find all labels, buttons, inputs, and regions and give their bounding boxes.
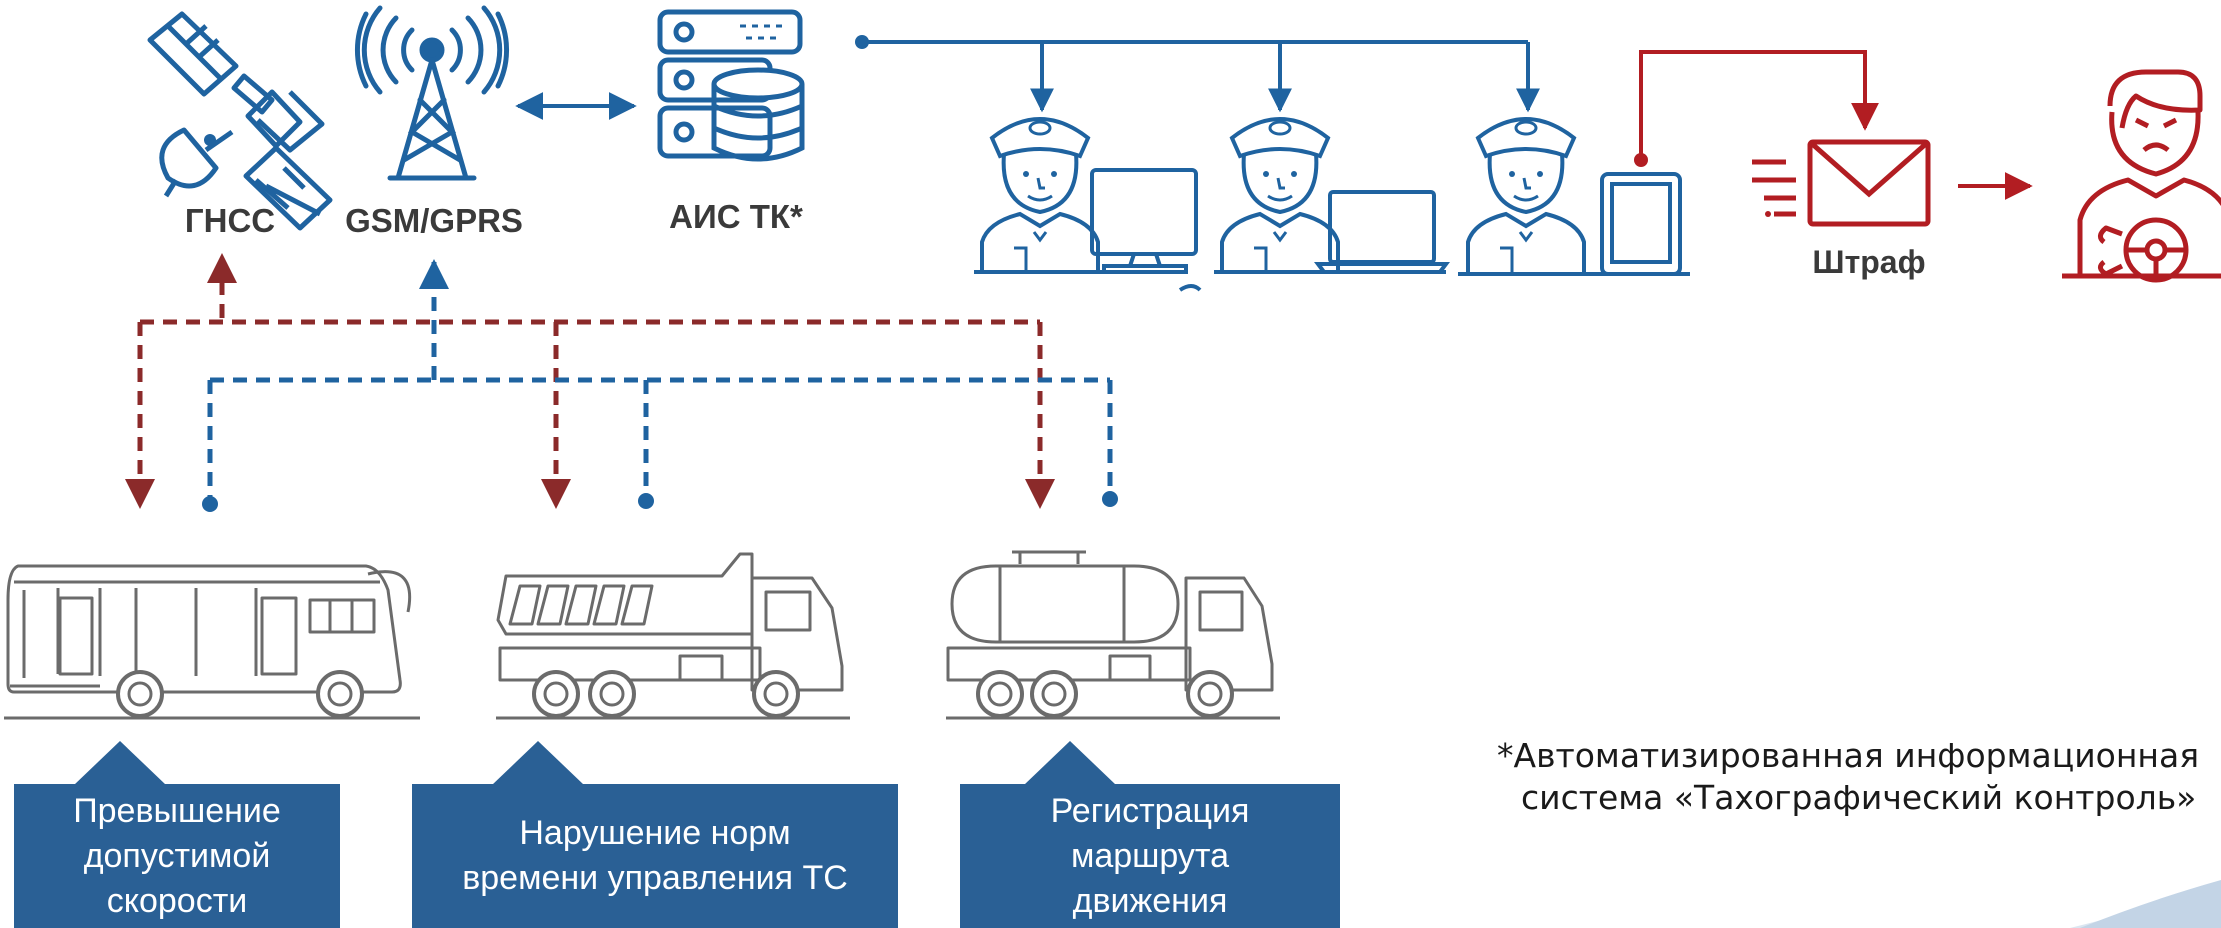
ais-label: АИС ТК*: [669, 198, 803, 235]
satellite-icon: [147, 11, 333, 231]
gsm-dashed-endpoints: [202, 491, 1118, 512]
fine-label: Штраф: [1812, 244, 1926, 280]
speed-violation-text: Превышение допустимой скорости: [73, 791, 281, 920]
driving-time-text: Нарушение норм времени управления ТС: [462, 814, 848, 897]
route-registration-text: Регистрация маршрута движения: [1050, 791, 1250, 920]
tanker-wheel-3: [1186, 670, 1234, 718]
envelope-icon: [1752, 139, 1931, 227]
bus-wheel-front: [316, 670, 364, 718]
server-database-icon: [657, 9, 805, 162]
footnote-line2: система «Тахографический контроль»: [1521, 778, 2197, 817]
footnote-line1: *Автоматизированная информационная: [1497, 736, 2200, 775]
tanker-wheel-2: [1030, 670, 1078, 718]
dump-wheel-2: [588, 670, 636, 718]
driving-time-box: Нарушение норм времени управления ТС: [412, 741, 898, 928]
dump-truck-icon: [496, 552, 850, 720]
inspector-desktop-icon: [974, 117, 1202, 292]
dump-wheel-3: [752, 670, 800, 718]
fine-line: [1634, 50, 1879, 167]
gsm-label: GSM/GPRS: [345, 202, 523, 239]
route-registration-box: Регистрация маршрута движения: [960, 741, 1340, 928]
gnss-dashed-lines: [125, 253, 1055, 509]
driver-icon: [2062, 69, 2221, 283]
dump-wheel-1: [532, 670, 580, 718]
tanker-truck-icon: [946, 550, 1280, 720]
ais-distribution-lines: [855, 35, 1540, 113]
inspector-tablet-icon: [1458, 117, 1690, 276]
footnote: *Автоматизированная информационная систе…: [1497, 735, 2199, 819]
tanker-wheel-1: [976, 670, 1024, 718]
decorative-swoosh-2: [2080, 880, 2221, 928]
bus-wheel-rear: [116, 670, 164, 718]
gnss-label: ГНСС: [184, 202, 276, 239]
cell-tower-icon: [355, 5, 509, 181]
speed-violation-box: Превышение допустимой скорости: [14, 741, 340, 928]
inspector-laptop-icon: [1214, 117, 1450, 276]
bus-icon: [4, 564, 420, 720]
gsm-dashed-lines: [207, 259, 1113, 498]
